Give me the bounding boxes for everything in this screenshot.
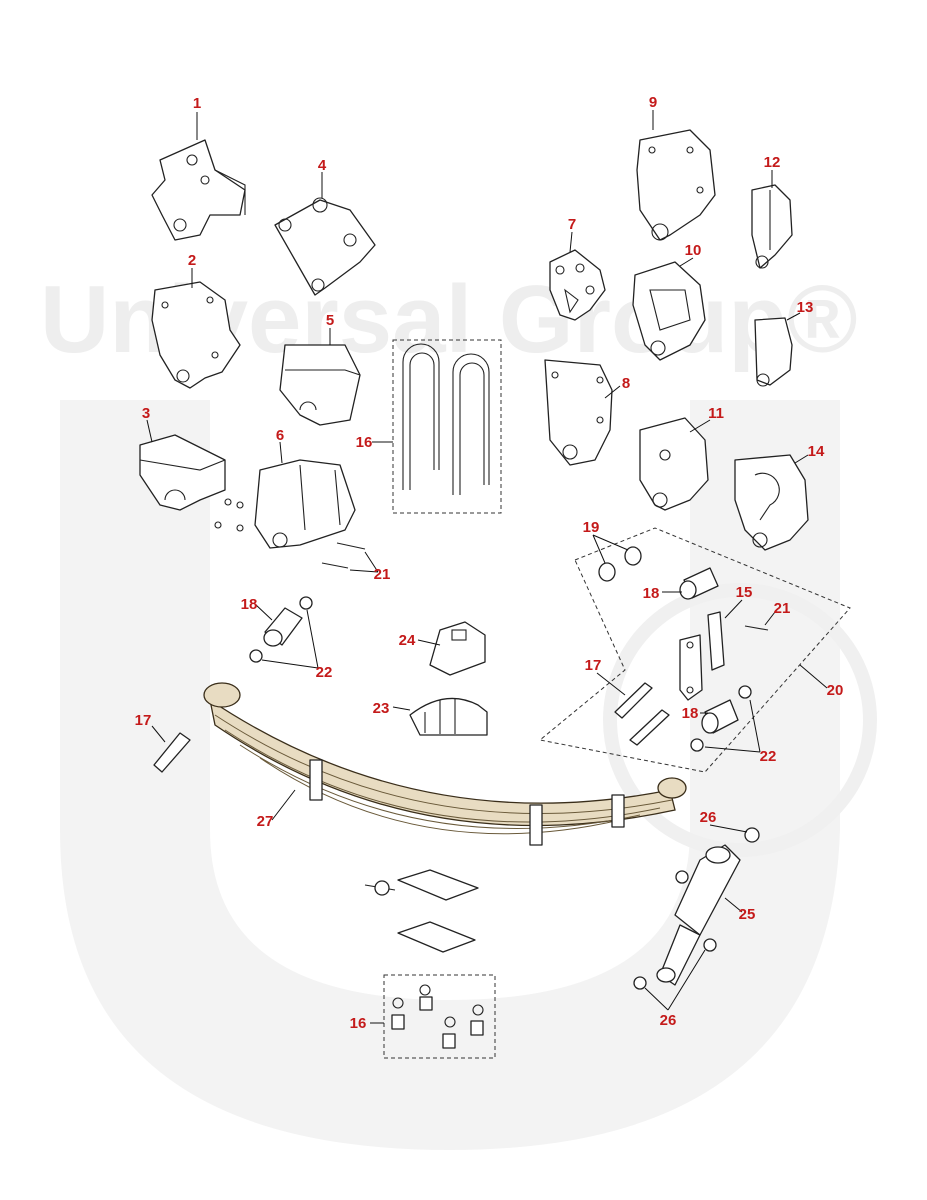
- label-22-left: 22: [316, 664, 333, 681]
- label-5: 5: [326, 312, 334, 329]
- part-17-pin-left: [153, 732, 191, 773]
- label-21-right: 21: [774, 600, 791, 617]
- label-7: 7: [568, 216, 576, 233]
- part-16-u-bolts: [392, 339, 502, 514]
- label-21-left: 21: [374, 566, 391, 583]
- label-9: 9: [649, 94, 657, 111]
- part-15-shackle: [679, 611, 725, 701]
- part-8-bracket: [544, 359, 613, 466]
- part-10-plate: [632, 261, 706, 361]
- label-23: 23: [373, 700, 390, 717]
- part-18-bushing-mid: [679, 567, 719, 600]
- label-13: 13: [797, 299, 814, 316]
- label-1: 1: [193, 95, 201, 112]
- part-20-kit-box: [538, 527, 851, 773]
- part-labels: 1 2 3 4 5 6 7 8 9 10 11 12 13 14 15 16 1…: [135, 94, 844, 1032]
- label-2: 2: [188, 252, 196, 269]
- label-25: 25: [739, 906, 756, 923]
- part-9-bracket: [636, 129, 716, 241]
- part-13-bracket: [754, 317, 793, 387]
- part-22-washers: [249, 596, 752, 752]
- part-25-shock-absorber: [656, 844, 741, 986]
- label-26-upper: 26: [700, 809, 717, 826]
- label-17-right: 17: [585, 657, 602, 674]
- part-3-bracket: [139, 434, 226, 511]
- label-18-left: 18: [241, 596, 258, 613]
- label-24: 24: [399, 632, 416, 649]
- label-16-upper: 16: [356, 434, 373, 451]
- part-4-plate: [274, 197, 376, 296]
- label-26-lower: 26: [660, 1012, 677, 1029]
- label-19: 19: [583, 519, 600, 536]
- part-17-pins-right: [614, 682, 670, 746]
- label-16-lower: 16: [350, 1015, 367, 1032]
- part-2-hanger: [151, 281, 241, 389]
- part-1-bracket: [151, 139, 246, 241]
- part-11-bracket: [639, 417, 709, 511]
- label-27: 27: [257, 813, 274, 830]
- part-18-bushing-low: [701, 699, 739, 734]
- part-27-leaf-spring: [203, 682, 687, 846]
- label-22-right: 22: [760, 748, 777, 765]
- part-24-block: [429, 621, 486, 676]
- part-21-bolts: [321, 542, 769, 631]
- label-14: 14: [808, 443, 825, 460]
- label-12: 12: [764, 154, 781, 171]
- label-18-mid: 18: [643, 585, 660, 602]
- label-6: 6: [276, 427, 284, 444]
- spring-pad-lower: [397, 921, 476, 953]
- label-17-left: 17: [135, 712, 152, 729]
- label-11: 11: [708, 405, 724, 422]
- label-10: 10: [685, 242, 702, 259]
- part-6-hanger: [214, 459, 356, 549]
- label-8: 8: [622, 375, 630, 392]
- leader-lines: [146, 110, 828, 1024]
- part-12-bracket: [751, 184, 793, 269]
- part-19-bushings: [598, 546, 642, 582]
- part-5-bracket: [279, 344, 361, 426]
- part-16-nut-kit: [383, 974, 496, 1059]
- label-4: 4: [318, 157, 327, 174]
- label-15: 15: [736, 584, 753, 601]
- part-7-plate: [549, 249, 606, 321]
- label-3: 3: [142, 405, 150, 422]
- part-14-plate: [734, 454, 809, 551]
- label-20: 20: [827, 682, 844, 699]
- part-26-bushings: [633, 827, 760, 990]
- label-18-low: 18: [682, 705, 699, 722]
- part-23-pad: [409, 697, 488, 736]
- part-18-bushing-left: [263, 607, 303, 647]
- spring-pad-upper: [364, 869, 479, 901]
